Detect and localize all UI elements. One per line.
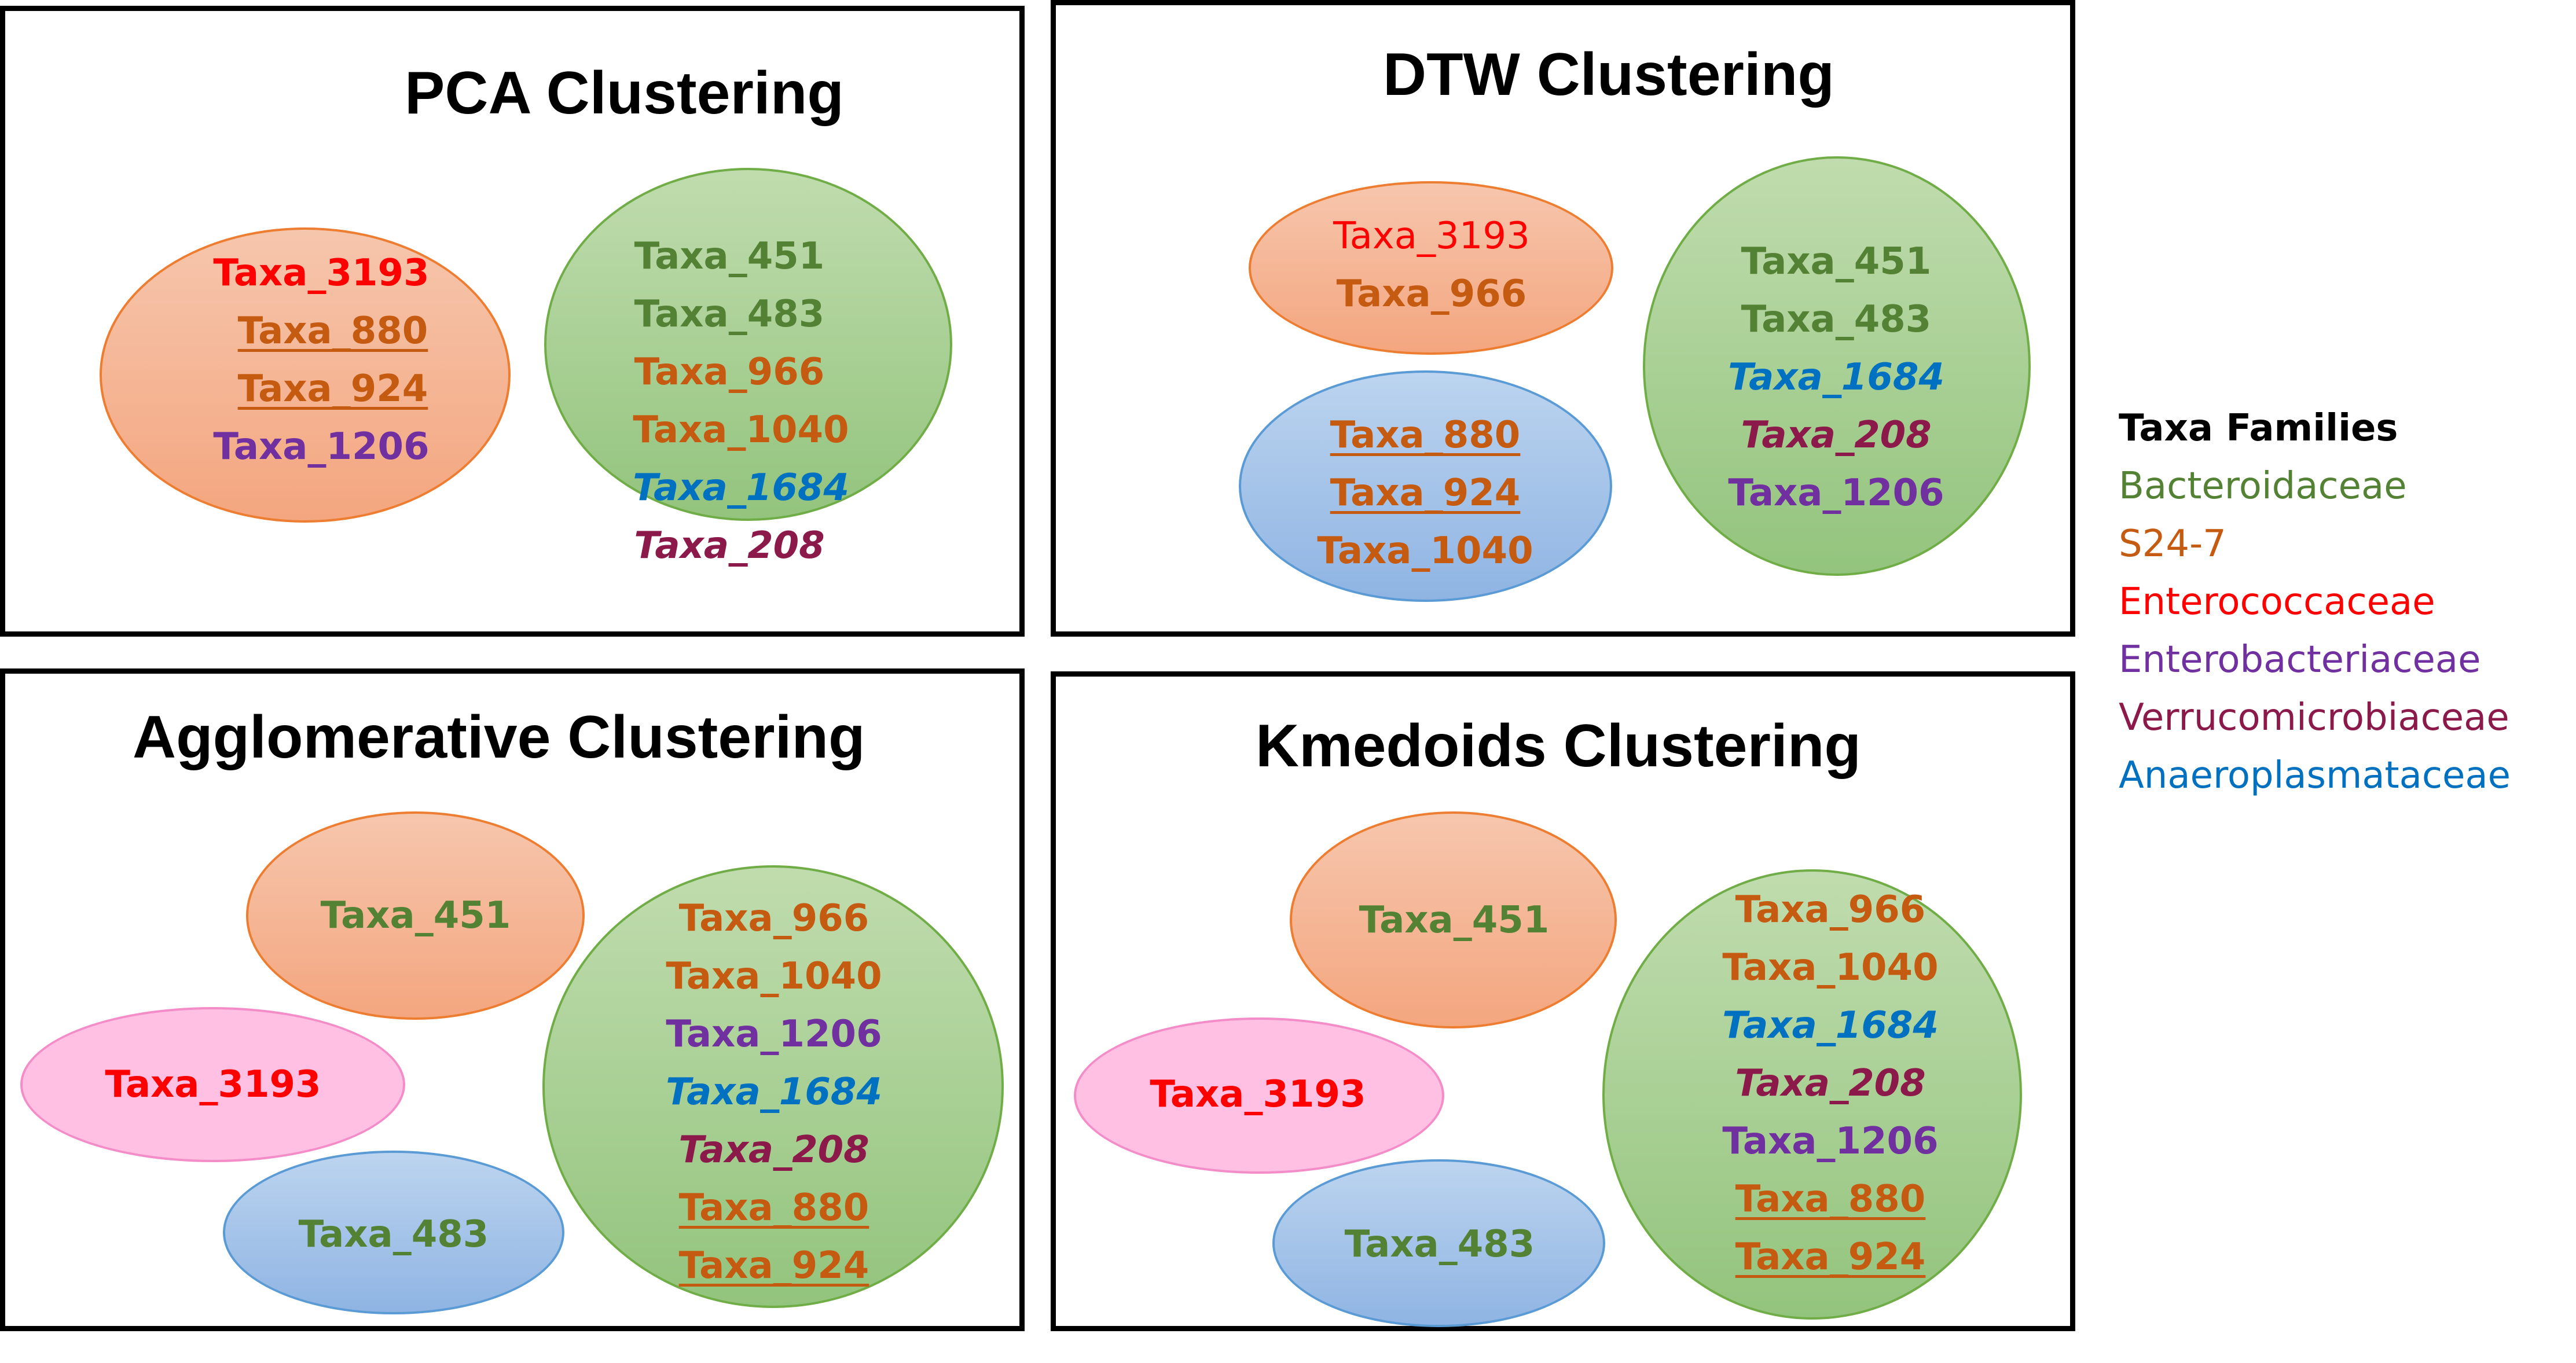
taxa-label: Taxa_880 [237, 310, 428, 352]
taxa-label: Taxa_451 [634, 235, 825, 278]
taxa-label: Taxa_880 [678, 1186, 869, 1229]
taxa-label: Taxa_1684 [1722, 1004, 1939, 1047]
taxa-label: Taxa_1206 [1728, 472, 1944, 515]
kmed-orange-cluster [1290, 811, 1617, 1028]
taxa-label: Taxa_880 [1330, 414, 1521, 457]
taxa-label: Taxa_3193 [213, 252, 430, 295]
taxa-label: Taxa_1040 [666, 955, 882, 998]
taxa-label: Taxa_1206 [213, 425, 430, 468]
taxa-label: Taxa_483 [298, 1213, 489, 1256]
taxa-label: Taxa_208 [634, 524, 825, 567]
taxa-label: Taxa_3193 [105, 1063, 321, 1106]
taxa-label: Taxa_966 [1336, 273, 1527, 315]
taxa-label: Taxa_1684 [633, 466, 849, 509]
taxa-label: Taxa_924 [1735, 1236, 1926, 1278]
panel-title: DTW Clustering [1383, 41, 1834, 108]
taxa-label: Taxa_208 [1735, 1062, 1926, 1105]
dtw-blue-cluster [1239, 370, 1612, 602]
agg-blue-cluster [223, 1151, 564, 1314]
kmed-green-cluster [1602, 869, 2022, 1320]
taxa-label: Taxa_483 [634, 293, 825, 336]
kmed-pink-cluster [1074, 1017, 1444, 1174]
kmed-blue-cluster [1272, 1159, 1605, 1327]
taxa-label: Taxa_1206 [666, 1013, 882, 1056]
taxa-label: Taxa_451 [1359, 899, 1550, 942]
taxa-label: Taxa_966 [678, 897, 869, 940]
panel-title: Agglomerative Clustering [133, 704, 865, 771]
legend-item-s24-7: S24-7 [2119, 523, 2226, 565]
taxa-label: Taxa_966 [634, 351, 825, 394]
taxa-label: Taxa_1684 [666, 1071, 882, 1114]
agg-pink-cluster [20, 1007, 405, 1162]
taxa-label: Taxa_451 [320, 894, 511, 937]
legend-item-anaeroplasmataceae: Anaeroplasmataceae [2119, 754, 2511, 797]
agg-green-cluster [542, 865, 1004, 1308]
taxa-label: Taxa_1040 [1722, 946, 1939, 989]
taxa-label: Taxa_451 [1741, 240, 1932, 283]
taxa-label: Taxa_1040 [1317, 530, 1533, 572]
taxa-label: Taxa_208 [1741, 414, 1932, 457]
dtw-green-cluster [1643, 156, 2031, 576]
panel-title: Kmedoids Clustering [1256, 712, 1861, 780]
legend-item-bacteroidaceae: Bacteroidaceae [2119, 465, 2407, 508]
taxa-label: Taxa_483 [1344, 1223, 1535, 1266]
taxa-label: Taxa_1040 [633, 409, 849, 451]
panel-title: PCA Clustering [405, 60, 844, 127]
taxa-label: Taxa_1206 [1722, 1120, 1939, 1163]
taxa-label: Taxa_924 [237, 368, 428, 410]
taxa-label: Taxa_1684 [1728, 356, 1944, 399]
taxa-label: Taxa_966 [1735, 888, 1926, 931]
legend-item-verrucomicrobiaceae: Verrucomicrobiaceae [2119, 696, 2509, 739]
taxa-families-legend: Taxa Families Bacteroidaceae S24-7 Enter… [2119, 399, 2511, 804]
legend-item-enterobacteriaceae: Enterobacteriaceae [2119, 638, 2481, 681]
taxa-label: Taxa_208 [678, 1129, 869, 1171]
taxa-label: Taxa_924 [678, 1244, 869, 1287]
agg-orange-cluster [246, 811, 585, 1020]
legend-item-enterococcaceae: Enterococcaceae [2119, 581, 2435, 623]
taxa-label: Taxa_880 [1735, 1178, 1926, 1221]
taxa-label: Taxa_483 [1741, 298, 1932, 341]
legend-title: Taxa Families [2119, 407, 2398, 450]
dtw-orange-cluster [1249, 181, 1613, 355]
taxa-label: Taxa_3193 [1333, 215, 1530, 258]
pca-green-cluster [544, 168, 952, 521]
taxa-label: Taxa_3193 [1150, 1073, 1366, 1116]
taxa-label: Taxa_924 [1330, 472, 1521, 515]
pca-orange-cluster [100, 227, 511, 523]
